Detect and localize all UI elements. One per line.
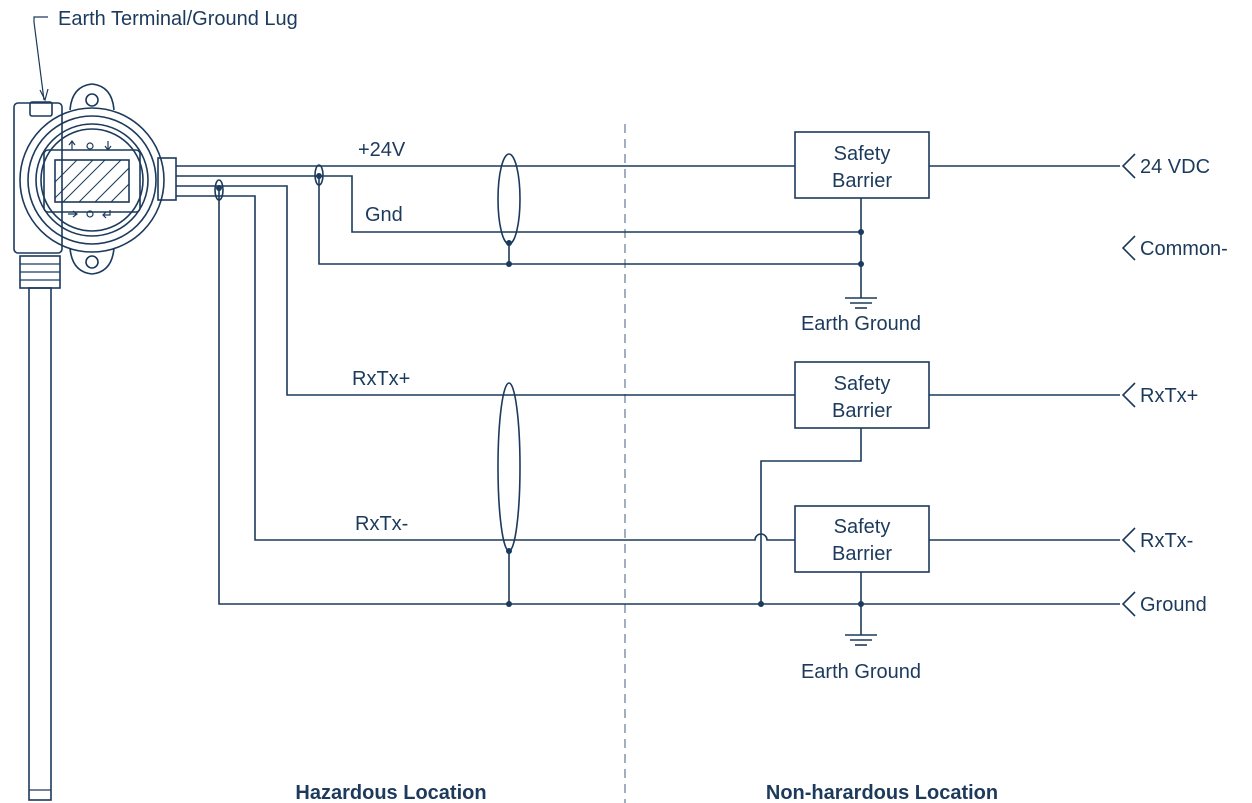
barrier-label-line2: Barrier — [832, 170, 892, 192]
earth-ground-symbol-top — [845, 297, 877, 309]
connector-rxtx-minus-icon — [1121, 527, 1136, 553]
wire-label-gnd: Gnd — [365, 204, 403, 226]
wire-rxtx-plus — [176, 185, 1120, 396]
barrier-label-line1: Safety — [834, 516, 891, 538]
wire-rxtx-minus — [176, 195, 1120, 541]
zone-label-hazardous: Hazardous Location — [295, 782, 486, 803]
shield-ellipse-power — [497, 153, 521, 245]
shield-ring-2 — [214, 179, 224, 201]
transmitter-device: Earth Terminal/Ground Lug — [13, 8, 298, 801]
wire-gnd — [176, 175, 861, 233]
terminal-label-common: Common- — [1140, 238, 1228, 260]
safety-barrier-rxtx-minus: Safety Barrier — [794, 505, 930, 573]
junction-dots — [216, 173, 864, 607]
barrier-label-line2: Barrier — [832, 400, 892, 422]
connector-ground-icon — [1121, 591, 1136, 617]
terminal-label-rxtx-plus: RxTx+ — [1140, 385, 1198, 407]
wire-label-rxtx-plus: RxTx+ — [352, 368, 410, 390]
connector-24vdc-icon — [1121, 153, 1136, 179]
earth-ground-label-top: Earth Ground — [801, 313, 921, 335]
barrier-label-line1: Safety — [834, 143, 891, 165]
safety-barrier-rxtx-plus: Safety Barrier — [794, 361, 930, 429]
terminal-label-rxtx-minus: RxTx- — [1140, 530, 1193, 552]
shield-ring-1 — [314, 164, 324, 186]
wire-ground — [218, 188, 1120, 605]
zone-label-non-hazardous: Non-harardous Location — [766, 782, 998, 803]
connector-rxtx-plus-icon — [1121, 382, 1136, 408]
terminal-label-24vdc: 24 VDC — [1140, 156, 1210, 178]
earth-ground-symbol-bottom — [845, 634, 877, 646]
terminal-label-ground: Ground — [1140, 594, 1207, 616]
barrier-label-line1: Safety — [834, 373, 891, 395]
earth-ground-label-bottom: Earth Ground — [801, 661, 921, 683]
earth-terminal-label: Earth Terminal/Ground Lug — [58, 8, 298, 30]
shield-ellipse-comm — [497, 382, 521, 552]
safety-barrier-power: Safety Barrier — [794, 131, 930, 199]
wire-label-rxtx-minus: RxTx- — [355, 513, 408, 535]
wire-label-24v: +24V — [358, 139, 406, 161]
barrier-label-line2: Barrier — [832, 543, 892, 565]
connector-common-icon — [1121, 235, 1136, 261]
wire-shield-power — [318, 176, 862, 298]
